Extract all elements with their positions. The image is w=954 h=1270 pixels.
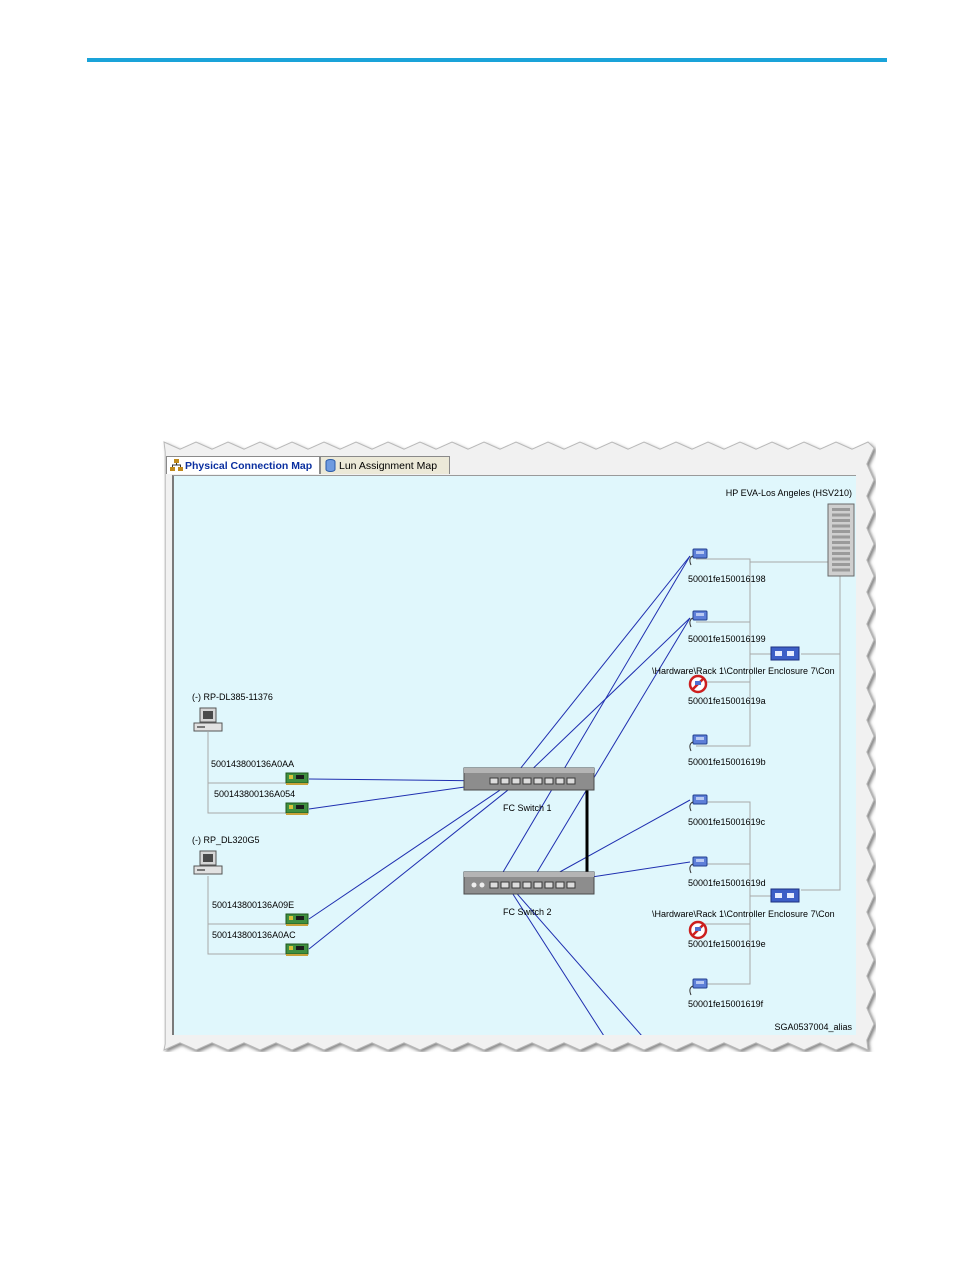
hba-card-icon[interactable] xyxy=(285,943,309,956)
hba-card-icon[interactable] xyxy=(285,772,309,785)
database-icon xyxy=(325,459,336,472)
port-disconnected-icon[interactable] xyxy=(688,920,708,940)
fc-port-icon[interactable] xyxy=(689,734,708,752)
storage-array-icon[interactable] xyxy=(827,503,855,577)
physical-connection-canvas[interactable]: HP EVA-Los Angeles (HSV210) (-) RP-DL385… xyxy=(172,475,856,1035)
fc-port-icon[interactable] xyxy=(689,548,708,566)
port-wwn-label: 50001fe150016198 xyxy=(688,574,766,584)
page-header-rule xyxy=(87,58,887,62)
hba-wwn-label: 500143800136A0AA xyxy=(211,759,295,769)
storage-array-label[interactable]: HP EVA-Los Angeles (HSV210) xyxy=(725,488,852,498)
controller-label[interactable]: \Hardware\Rack 1\Controller Enclosure 7\… xyxy=(652,909,835,919)
tab-label: Physical Connection Map xyxy=(185,460,313,472)
port-disconnected-icon[interactable] xyxy=(688,674,708,694)
tab-lun-assignment-map[interactable]: Lun Assignment Map xyxy=(320,456,450,474)
connection-map xyxy=(193,503,855,1035)
fc-port-icon[interactable] xyxy=(689,610,708,628)
hba-wwn-label: 500143800136A0AC xyxy=(212,930,296,940)
fc-port-icon[interactable] xyxy=(689,856,708,874)
switch-label[interactable]: FC Switch 2 xyxy=(503,907,552,917)
fc-port-icon[interactable] xyxy=(689,978,708,996)
server-computer-icon[interactable] xyxy=(193,850,223,875)
alias-label: SGA0537004_alias xyxy=(774,1022,852,1032)
fc-links xyxy=(308,555,691,1035)
hba-wwn-label: 500143800136A054 xyxy=(214,789,296,799)
switch-label[interactable]: FC Switch 1 xyxy=(503,803,552,813)
hba-card-icon[interactable] xyxy=(285,913,309,926)
fc-port-icon[interactable] xyxy=(689,794,708,812)
port-wwn-label: 50001fe15001619d xyxy=(688,878,766,888)
port-wwn-label: 50001fe15001619c xyxy=(688,817,766,827)
fc-switch-icon[interactable] xyxy=(463,871,595,895)
hba-wwn-label: 500143800136A09E xyxy=(212,900,295,910)
network-map-icon xyxy=(170,459,183,471)
tab-label: Lun Assignment Map xyxy=(339,460,438,472)
controller-label[interactable]: \Hardware\Rack 1\Controller Enclosure 7\… xyxy=(652,666,835,676)
controller-enclosure-icon[interactable] xyxy=(770,646,800,661)
server-computer-icon[interactable] xyxy=(193,707,223,732)
port-wwn-label: 50001fe15001619b xyxy=(688,757,766,767)
port-wwn-label: 50001fe150016199 xyxy=(688,634,766,644)
host-name-label[interactable]: (-) RP_DL320G5 xyxy=(192,835,260,845)
port-wwn-label: 50001fe15001619a xyxy=(688,696,766,706)
hba-card-icon[interactable] xyxy=(285,802,309,815)
controller-enclosure-icon[interactable] xyxy=(770,888,800,903)
host-name-label[interactable]: (-) RP-DL385-11376 xyxy=(192,692,273,702)
port-wwn-label: 50001fe15001619e xyxy=(688,939,766,949)
tab-physical-connection-map[interactable]: Physical Connection Map xyxy=(166,456,320,474)
fc-switch-icon[interactable] xyxy=(463,767,595,791)
port-wwn-label: 50001fe15001619f xyxy=(688,999,764,1009)
